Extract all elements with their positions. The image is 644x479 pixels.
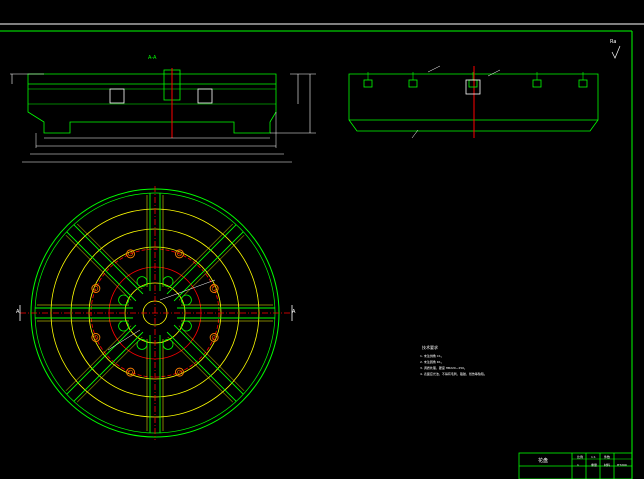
- title-cell-1: 比例: [577, 455, 584, 459]
- plan-bolt-hole-7: [209, 284, 219, 293]
- plan-bolt-hole-2: [126, 367, 135, 377]
- plan-slot-5-edge-1: [73, 224, 144, 295]
- plan-inner-hole-5: [136, 276, 148, 287]
- plan-slot-5-edge-0: [66, 231, 137, 302]
- plan-bolt-hole-3: [91, 333, 101, 342]
- plan-slot-7-edge-0: [166, 224, 237, 295]
- plan-bolt-hole-core-7: [211, 286, 217, 291]
- roughness-mark: Ra: [610, 39, 617, 45]
- plan-slot-7-edge-1: [173, 231, 244, 302]
- plan-bolt-hole-core-1: [177, 369, 182, 375]
- side-tslot-3: [532, 79, 542, 88]
- plan-bolt-hole-5: [126, 249, 135, 259]
- section-tslot-right: [197, 88, 213, 104]
- title-cell-7: HT200: [617, 463, 627, 467]
- plan-slot-1-edge-1: [166, 331, 237, 402]
- plan-inner-hole-1: [162, 339, 174, 350]
- plan-leader-2: [107, 329, 141, 351]
- title-cell-5: 重量: [591, 463, 598, 467]
- plan-bolt-hole-4: [91, 284, 101, 293]
- side-center-bore: [465, 79, 481, 95]
- note-line-3: 3. 调质处理，硬度 HB220~250。: [420, 366, 468, 370]
- plan-inner-hole-0: [181, 320, 192, 332]
- plan-slot-5-inner-1: [77, 223, 143, 290]
- plan-inner-hole-3: [118, 320, 129, 332]
- title-cell-3: 件数: [604, 455, 611, 459]
- plan-slot-3-edge-1: [66, 324, 137, 395]
- plan-slot-7-inner-1: [178, 235, 245, 301]
- plan-leader-1: [159, 279, 216, 301]
- plan-inner-hole-2: [136, 339, 148, 350]
- plan-bolt-hole-1: [175, 367, 184, 377]
- title-cell-2: 1:1: [591, 455, 596, 459]
- plan-slot-3-inner-1: [65, 325, 132, 391]
- section-body-outline: [27, 73, 277, 134]
- plan-bolt-hole-core-3: [93, 335, 99, 340]
- plan-bolt-hole-core-6: [177, 251, 182, 257]
- plan-bolt-hole-core-2: [128, 369, 133, 375]
- plan-slot-3-edge-0: [73, 331, 144, 402]
- side-leader-1: [427, 65, 441, 73]
- side-tslot-0: [363, 79, 373, 88]
- plan-slot-1-inner-0: [178, 325, 245, 391]
- plan-bolt-hole-0: [209, 333, 219, 342]
- plan-slot-3-inner-0: [77, 336, 143, 403]
- side-leader-2: [487, 69, 501, 77]
- side-tslot-2: [468, 79, 478, 88]
- plan-slot-5-inner-0: [65, 235, 132, 301]
- plan-slot-1-edge-0: [173, 324, 244, 395]
- view-marker-right: A: [292, 309, 296, 315]
- note-line-1: 1. 未注倒角 C1。: [420, 354, 444, 358]
- plan-inner-hole-4: [118, 294, 129, 306]
- section-tslot-left: [109, 88, 125, 104]
- section-label: A-A: [148, 55, 157, 61]
- note-line-4: 4. 表面应光洁，不得有毛刺，磕碰，划伤等缺陷。: [420, 372, 487, 376]
- roughness-symbol: [611, 45, 621, 59]
- note-line-2: 2. 未注圆角 R1。: [420, 360, 444, 364]
- plan-inner-hole-6: [162, 276, 174, 287]
- plan-bolt-hole-core-4: [93, 286, 99, 291]
- plan-slot-7-inner-0: [167, 223, 233, 290]
- plan-bolt-hole-core-0: [211, 335, 217, 340]
- plan-bolt-hole-6: [175, 249, 184, 259]
- title-cell-6: 材料: [604, 463, 611, 467]
- side-tslot-1: [408, 79, 418, 88]
- title-cell-4: 1: [577, 463, 579, 467]
- plan-bolt-hole-core-5: [128, 251, 133, 257]
- title-block-part-name: 花盘: [538, 458, 549, 464]
- plan-slot-1-inner-1: [167, 336, 233, 403]
- side-leader-3: [411, 129, 419, 139]
- plan-inner-hole-7: [181, 294, 192, 306]
- view-marker-left: A: [16, 309, 20, 315]
- side-tslot-4: [578, 79, 588, 88]
- notes-title: 技术要求: [422, 345, 438, 350]
